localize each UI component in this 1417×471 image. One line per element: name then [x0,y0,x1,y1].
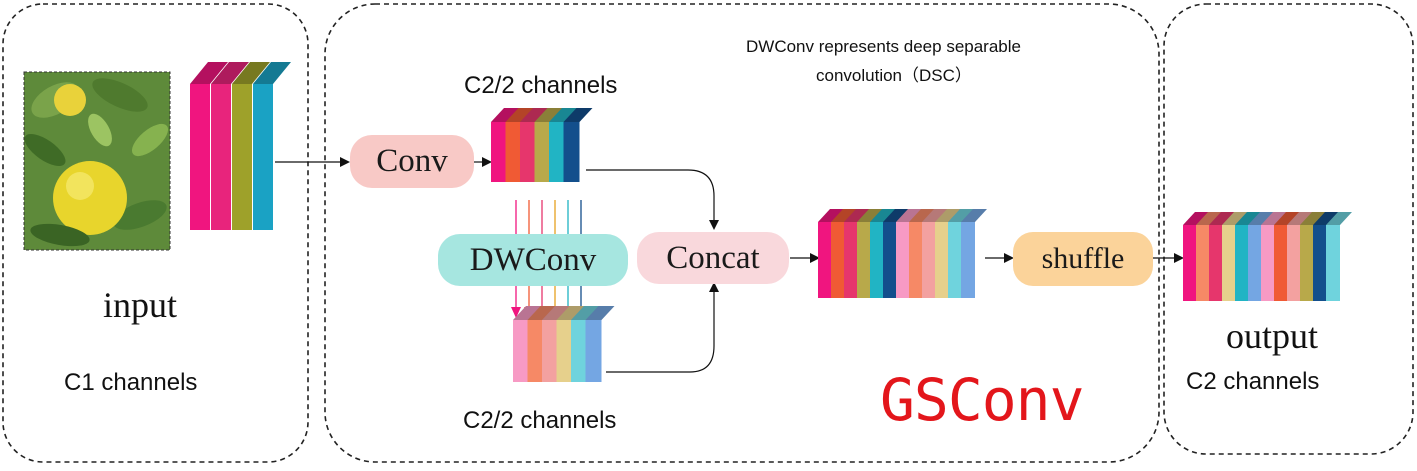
stack-output-layer [1222,212,1248,301]
stack-output-layer [1274,212,1300,301]
stack-output-layer [1235,212,1261,301]
stack-concat-layer [961,209,987,298]
dwconv-output-stack [513,306,615,382]
stack-input-layer [253,62,291,230]
input-section-box [2,3,309,463]
gsconv-section-box [324,3,1160,463]
stack-concat-layer [857,209,883,298]
stack-concat-layer [948,209,974,298]
stack-output-layer [1287,212,1313,301]
arrow-conv-out-to-concat [586,169,719,230]
conv-block: Conv [350,135,474,188]
conv-output-stack [491,108,593,182]
stack-concat-layer [883,209,909,298]
stack-dw-layer [571,306,600,382]
stack-concat-layer [818,209,844,298]
stack-output-layer [1196,212,1222,301]
dw-out-channels-label: C2/2 channels [463,407,617,434]
dsc-note-line2: convolution（DSC） [816,66,972,85]
gsconv-title: GSConv [880,366,1085,434]
stack-dw-layer [585,306,615,382]
output-section-box [1163,3,1414,455]
stack-input-layer [190,62,228,230]
stack-input-layer [232,62,270,230]
conv-out-channels-label: C2/2 channels [464,72,618,99]
stack-output-layer [1326,212,1352,301]
connectors [275,157,1184,373]
stack-concat-layer [922,209,948,298]
stack-concat-layer [896,209,922,298]
concat-block: Concat [637,232,789,284]
output-feature-stack [1183,212,1352,301]
stack-conv-layer [563,108,593,182]
concat-output-stack [818,209,987,298]
stack-dw-layer [513,306,542,382]
shuffle-block: shuffle [1013,232,1153,286]
stack-concat-layer [935,209,961,298]
input-feature-stack [190,62,291,230]
input-label: input [103,285,178,325]
stack-dw-layer [556,306,586,382]
conv-label: Conv [376,143,448,179]
shuffle-label: shuffle [1041,242,1125,275]
output-channels-label: C2 channels [1186,368,1320,395]
stack-concat-layer [831,209,857,298]
input-channels-label: C1 channels [64,369,198,396]
dsc-note-line1: DWConv represents deep separable [746,37,1021,56]
stack-concat-layer [909,209,935,298]
stack-output-layer [1313,212,1339,301]
stack-concat-layer [844,209,870,298]
stack-concat-layer [870,209,896,298]
stack-conv-layer [520,108,549,182]
dwconv-block: DWConv [438,234,628,286]
stack-output-layer [1209,212,1235,301]
stack-output-layer [1261,212,1287,301]
arrow-dw-out-to-concat [606,282,719,373]
stack-conv-layer [549,108,578,182]
input-photo-icon [23,71,171,251]
stack-conv-layer [491,108,520,182]
stack-conv-layer [534,108,564,182]
stack-output-layer [1248,212,1274,301]
stack-input-layer [211,62,249,230]
stack-output-layer [1183,212,1209,301]
stack-output-layer [1300,212,1326,301]
stack-dw-layer [527,306,557,382]
output-label: output [1226,316,1319,356]
dwconv-channel-arrowhead [511,307,521,318]
stack-dw-layer [542,306,571,382]
dwconv-label: DWConv [469,241,597,278]
stack-conv-layer [505,108,535,182]
concat-label: Concat [666,239,760,276]
